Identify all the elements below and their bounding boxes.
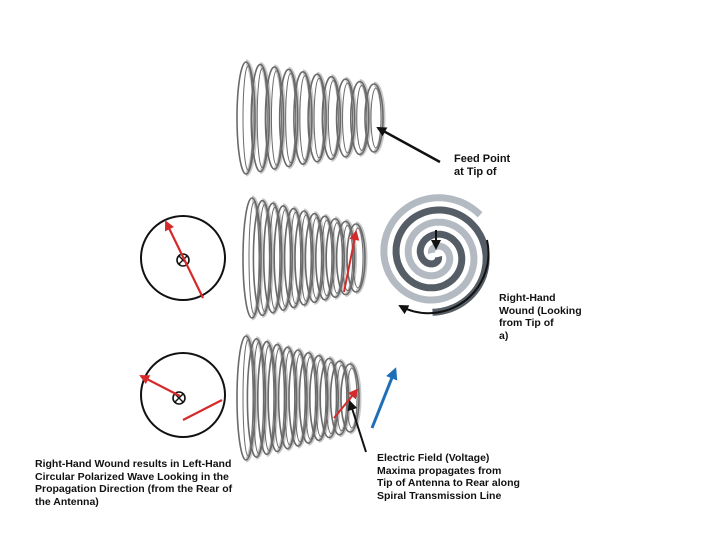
helix-coil-bottom <box>236 333 362 463</box>
coil-turn <box>262 202 283 314</box>
coil-turn-inner <box>256 67 268 169</box>
coil-turn <box>321 75 342 161</box>
coil-turn <box>242 197 262 319</box>
coil-turn-inner <box>327 80 339 156</box>
coil-turn <box>278 68 299 168</box>
spiral-dark-arm <box>392 206 490 316</box>
spiral-light-arm <box>380 194 483 304</box>
electric-field-label: Electric Field (Voltage) Maxima propagat… <box>377 452 520 502</box>
coil-turn <box>325 218 346 299</box>
coil-turn <box>273 205 294 312</box>
coil-turn <box>264 66 285 170</box>
coil-middle-field-arrow <box>343 230 360 293</box>
spiral-top-view <box>380 194 490 316</box>
coil-turn <box>293 70 313 166</box>
coil-turn <box>335 78 356 158</box>
coil-turn-inner <box>313 77 325 159</box>
coil-turn <box>250 63 271 173</box>
coil-turn-back <box>355 221 368 295</box>
coil-turn <box>283 207 304 309</box>
polarization-circle-lower <box>139 352 226 438</box>
coil-turn-inner <box>370 87 382 149</box>
coil-turn-inner <box>285 72 297 164</box>
coil-turn <box>267 343 288 453</box>
coil-turn-inner <box>352 227 364 289</box>
coil-turn-inner <box>342 82 354 154</box>
coil-turn <box>307 73 327 163</box>
polarization-caption: Right-Hand Wound results in Left-Hand Ci… <box>35 458 233 508</box>
helix-coil-middle <box>242 195 368 321</box>
coil-turn <box>304 212 325 304</box>
coil-turn <box>319 357 340 439</box>
coil-turn-inner <box>356 85 368 151</box>
e-field-vector-lower-a <box>139 375 181 397</box>
coil-turn <box>298 351 319 444</box>
coil-turn-inner <box>270 70 282 166</box>
coil-turn <box>314 215 335 301</box>
coil-turn <box>288 349 308 447</box>
coil-turn-inner <box>299 75 311 161</box>
coil-bottom-field-arrow <box>333 388 359 419</box>
coil-turn <box>340 363 360 433</box>
coil-turn <box>246 337 267 458</box>
coil-turn-inner <box>242 65 254 171</box>
coil-turn <box>256 340 277 456</box>
rotation-arrow <box>398 239 490 315</box>
coil-turn <box>308 354 329 442</box>
coil-turn <box>236 61 256 175</box>
propagation-arrow <box>370 367 398 429</box>
polarization-circle-upper <box>140 215 226 301</box>
coil-turn <box>236 335 256 461</box>
coil-turn-back <box>373 81 386 155</box>
feed-point-label: Feed Point at Tip of <box>454 153 511 178</box>
helix-coil-top <box>236 59 386 177</box>
coil-turn <box>277 346 298 450</box>
coil-turn <box>335 220 356 296</box>
electric-field-pointer <box>347 400 367 453</box>
coil-turn <box>346 223 366 293</box>
feed-point-arrow <box>376 126 441 164</box>
e-field-vector-upper <box>165 220 204 299</box>
e-field-vector-lower-b <box>182 399 223 421</box>
coil-turn <box>349 80 370 156</box>
coil-turn <box>364 83 384 153</box>
right-hand-wound-label: Right-Hand Wound (Looking from Tip of a) <box>499 292 582 342</box>
coil-turn <box>294 210 314 306</box>
coil-turn <box>252 199 273 317</box>
